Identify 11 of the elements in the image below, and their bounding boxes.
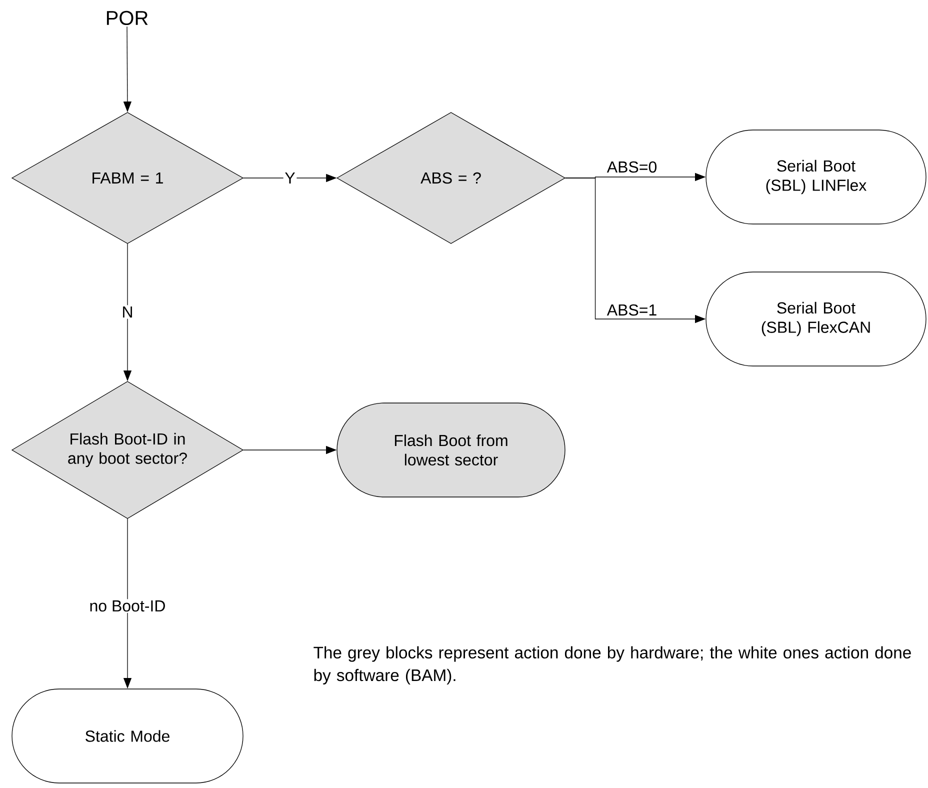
terminal-box: Static Mode xyxy=(12,688,244,784)
edge-label: no Boot-ID xyxy=(88,599,168,613)
terminal-box: Serial Boot (SBL) LINFlex xyxy=(706,130,926,224)
edge-label: ABS=1 xyxy=(606,304,656,316)
terminal-box: Flash Boot from lowest sector xyxy=(336,402,566,498)
terminal-box: Serial Boot (SBL) FlexCAN xyxy=(706,272,926,366)
edge-label: ABS=0 xyxy=(606,161,657,173)
edge-label: Y xyxy=(283,171,297,185)
edge-label: N xyxy=(120,305,135,319)
note: The grey blocks represent action done by hardware; the white ones action done by software (BAM). xyxy=(314,646,911,684)
start-label: POR xyxy=(106,10,148,26)
